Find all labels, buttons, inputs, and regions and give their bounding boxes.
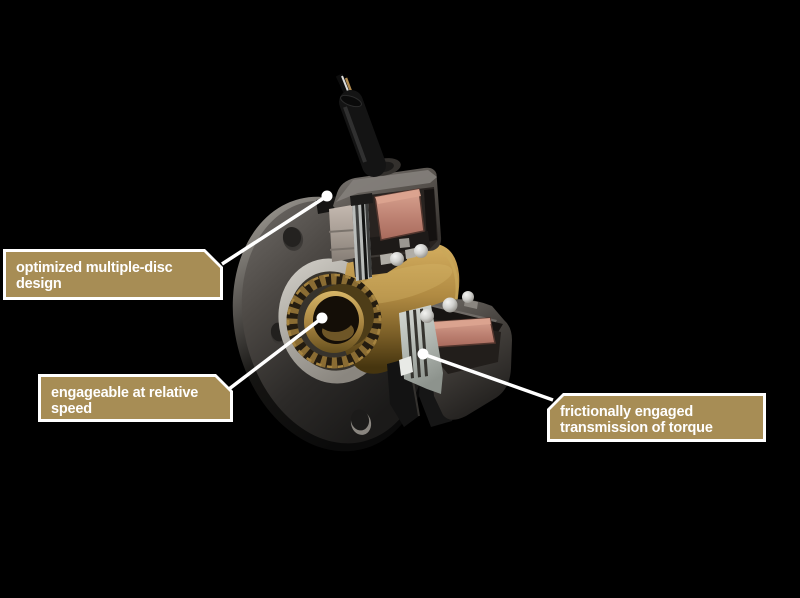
leader-dot-multiple-disc [321,190,333,202]
leader-lines [221,190,554,402]
callout-multiple-disc-box: optimized multiple-disc design [6,252,220,297]
callout-relative-speed-box: engageable at relative speed [41,377,230,419]
ball-bearings-upper [380,244,428,266]
callout-text-line: design [16,276,62,292]
coil-lower [431,299,496,348]
callout-text-line: optimized multiple-disc [16,260,173,276]
leader-line-torque [422,352,554,402]
callout-torque-transmission-box: frictionally engaged transmission of tor… [550,396,763,439]
leader-line-multiple-disc [221,194,328,266]
leader-dot-torque [417,348,429,360]
callout-text-line: engageable at relative [51,385,199,401]
cable [335,73,401,177]
shaft-bore [304,284,374,353]
coil-upper [374,188,425,248]
callout-torque-transmission: frictionally engaged transmission of tor… [547,393,766,442]
leader-dot-relative-speed [316,312,328,324]
bolt-holes [270,227,372,435]
callout-multiple-disc: optimized multiple-disc design [3,249,223,300]
ball-bearings-lower [420,291,474,323]
callout-text-line: frictionally engaged [560,404,693,420]
disc-pack-upper [350,193,373,281]
callout-text-line: transmission of torque [560,420,713,436]
callout-text-line: speed [51,401,92,417]
leader-line-relative-speed [227,316,324,391]
hub-gear [286,273,382,369]
callout-relative-speed: engageable at relative speed [38,374,233,422]
flange-cut-face [328,205,356,262]
